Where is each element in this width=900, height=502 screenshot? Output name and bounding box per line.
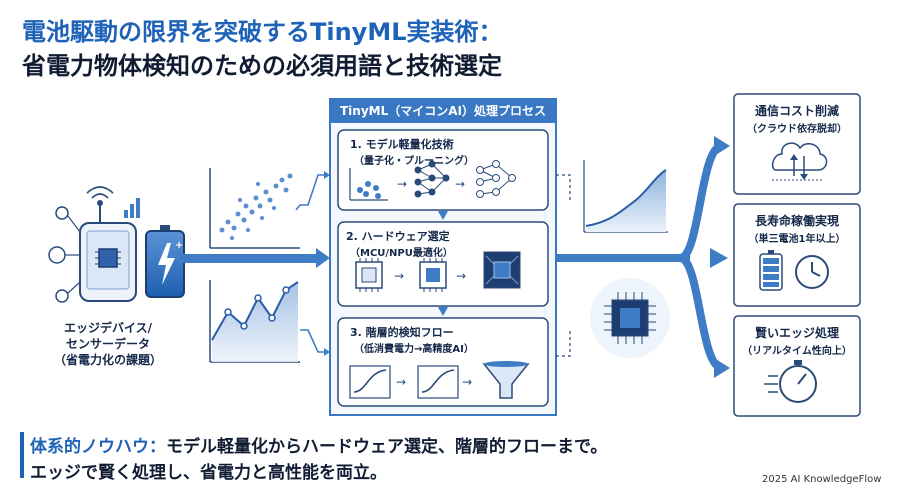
step-1-subtitle: （量子化・プルーニング） [354, 156, 474, 167]
device-label-line1: エッジデバイス/ [63, 321, 153, 335]
step-1-title: 1. モデル軽量化技術 [350, 138, 454, 151]
edge-device-icon [48, 186, 140, 303]
svg-text:→: → [455, 177, 465, 191]
high-accuracy-curve-icon [417, 365, 459, 399]
footer-highlight: 体系的ノウハウ： [30, 437, 166, 457]
footer-line1: 体系的ノウハウ：モデル軽量化からハードウェア選定、階層的フローまで。 [30, 432, 607, 457]
device-label-line2: センサーデータ [65, 337, 150, 351]
svg-text:→: → [397, 177, 407, 191]
clock-icon [795, 255, 829, 289]
npu-chip-icon [419, 258, 447, 292]
processor-chip-icon [590, 278, 670, 358]
result-2-title: 長寿命稼働実現 [754, 214, 839, 228]
svg-text:→: → [462, 375, 472, 389]
performance-area-chart-icon [583, 160, 668, 233]
step-3-subtitle: （低消費電力→高精度AI） [354, 344, 474, 355]
device-label-line3: （省電力化の課題） [53, 353, 162, 367]
result-3-title: 賢いエッジ処理 [754, 326, 839, 340]
page-title-line1: 電池駆動の限界を突破するTinyML実装術： [22, 18, 503, 46]
footer-line2: エッジで賢く処理し、省電力と高性能を両立。 [30, 463, 387, 483]
input-arrow-icon [180, 248, 330, 268]
result-1-subtitle: （クラウド依存脱却） [747, 124, 847, 135]
cloud-icon [771, 142, 828, 181]
down-arrow-icon [438, 211, 448, 220]
low-power-curve-icon [349, 365, 391, 399]
mcu-chip-icon [355, 258, 383, 292]
step-3-title: 3. 階層的検知フロー [350, 326, 454, 339]
footer-accent-bar [20, 432, 24, 478]
neural-network-icon [414, 160, 450, 198]
down-arrow-icon [438, 307, 448, 316]
scatter-plot-icon [209, 168, 330, 249]
process-panel-title: TinyML（マイコンAI）処理プロセス [330, 99, 556, 123]
step-2-subtitle: （MCU/NPU最適化） [350, 248, 453, 259]
sensor-line-chart-icon [209, 280, 330, 363]
result-2-subtitle: （単三電池1年以上） [748, 234, 846, 245]
footer-line1-text: モデル軽量化からハードウェア選定、階層的フローまで。 [166, 437, 608, 457]
pruned-network-icon [476, 160, 516, 198]
svg-text:→: → [456, 269, 466, 283]
svg-text:→: → [394, 269, 404, 283]
battery-icon: + [145, 225, 185, 298]
result-1-title: 通信コスト削減 [754, 104, 839, 118]
credit-text: 2025 AI KnowledgeFlow [762, 474, 882, 485]
funnel-icon [482, 361, 530, 399]
svg-text:→: → [396, 375, 406, 389]
svg-text:+: + [175, 240, 183, 251]
circuit-board-icon [483, 251, 521, 289]
step-2-title: 2. ハードウェア選定 [346, 230, 450, 243]
page-title-line2: 省電力物体検知のための必須用語と技術選定 [22, 52, 502, 80]
long-life-battery-icon [759, 250, 783, 291]
stopwatch-icon [764, 360, 817, 403]
result-3-subtitle: （リアルタイム性向上） [742, 346, 852, 357]
quantization-icon [349, 168, 388, 201]
device-label: エッジデバイス/ センサーデータ （省電力化の課題） [40, 320, 176, 368]
